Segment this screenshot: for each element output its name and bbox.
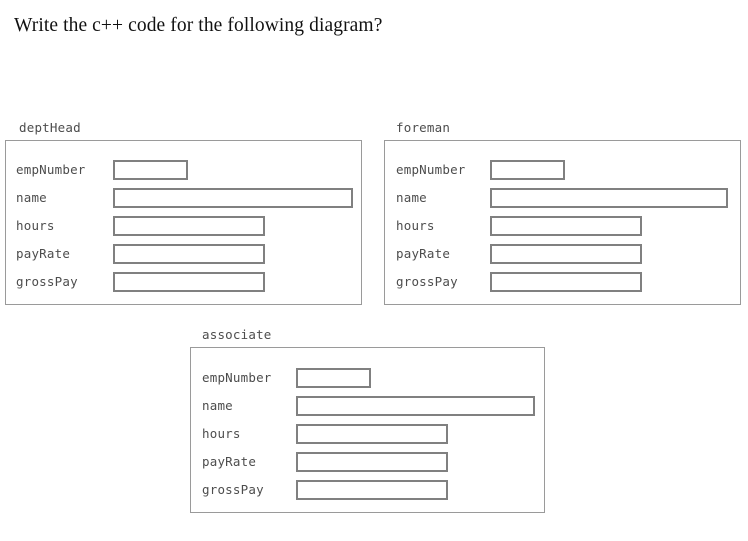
field-row: grossPay — [191, 480, 546, 500]
field-row: payRate — [6, 244, 363, 264]
class-name-label: associate — [202, 327, 272, 342]
field-label-hours: hours — [16, 218, 55, 233]
field-input-hours[interactable] — [490, 216, 642, 236]
field-label-hours: hours — [202, 426, 241, 441]
field-label-name: name — [202, 398, 233, 413]
field-input-hours[interactable] — [296, 424, 448, 444]
field-row: hours — [6, 216, 363, 236]
field-label-name: name — [396, 190, 427, 205]
field-input-hours[interactable] — [113, 216, 265, 236]
field-row: hours — [191, 424, 546, 444]
field-label-grossPay: grossPay — [396, 274, 458, 289]
field-label-name: name — [16, 190, 47, 205]
field-label-grossPay: grossPay — [202, 482, 264, 497]
class-group-deptHead: deptHead empNumber name hours payRate grossPa… — [5, 120, 362, 305]
field-label-grossPay: grossPay — [16, 274, 78, 289]
class-name-label: foreman — [396, 120, 451, 135]
field-input-payRate[interactable] — [490, 244, 642, 264]
class-group-foreman: foreman empNumber name hours payRate grossPay — [384, 120, 741, 305]
field-row: empNumber — [385, 160, 742, 180]
field-input-payRate[interactable] — [296, 452, 448, 472]
field-input-name[interactable] — [296, 396, 535, 416]
field-label-hours: hours — [396, 218, 435, 233]
field-input-empNumber[interactable] — [296, 368, 371, 388]
class-box-foreman: empNumber name hours payRate grossPay — [384, 140, 741, 305]
class-box-associate: empNumber name hours payRate grossPay — [190, 347, 545, 513]
field-input-grossPay[interactable] — [113, 272, 265, 292]
field-row: empNumber — [191, 368, 546, 388]
field-input-grossPay[interactable] — [296, 480, 448, 500]
field-label-payRate: payRate — [16, 246, 71, 261]
field-row: grossPay — [385, 272, 742, 292]
field-input-empNumber[interactable] — [490, 160, 565, 180]
field-input-name[interactable] — [490, 188, 728, 208]
field-row: payRate — [191, 452, 546, 472]
class-box-deptHead: empNumber name hours payRate grossPay — [5, 140, 362, 305]
field-row: hours — [385, 216, 742, 236]
field-label-empNumber: empNumber — [202, 370, 272, 385]
field-row: name — [6, 188, 363, 208]
field-row: name — [385, 188, 742, 208]
field-row: empNumber — [6, 160, 363, 180]
field-row: name — [191, 396, 546, 416]
field-row: grossPay — [6, 272, 363, 292]
class-name-label: deptHead — [19, 120, 81, 135]
class-group-associate: associate empNumber name hours payRate grossP… — [190, 327, 545, 513]
field-label-empNumber: empNumber — [16, 162, 86, 177]
field-input-grossPay[interactable] — [490, 272, 642, 292]
field-row: payRate — [385, 244, 742, 264]
field-label-payRate: payRate — [202, 454, 257, 469]
field-input-empNumber[interactable] — [113, 160, 188, 180]
field-label-empNumber: empNumber — [396, 162, 466, 177]
field-label-payRate: payRate — [396, 246, 451, 261]
field-input-payRate[interactable] — [113, 244, 265, 264]
question-prompt: Write the c++ code for the following dia… — [14, 15, 383, 36]
field-input-name[interactable] — [113, 188, 353, 208]
